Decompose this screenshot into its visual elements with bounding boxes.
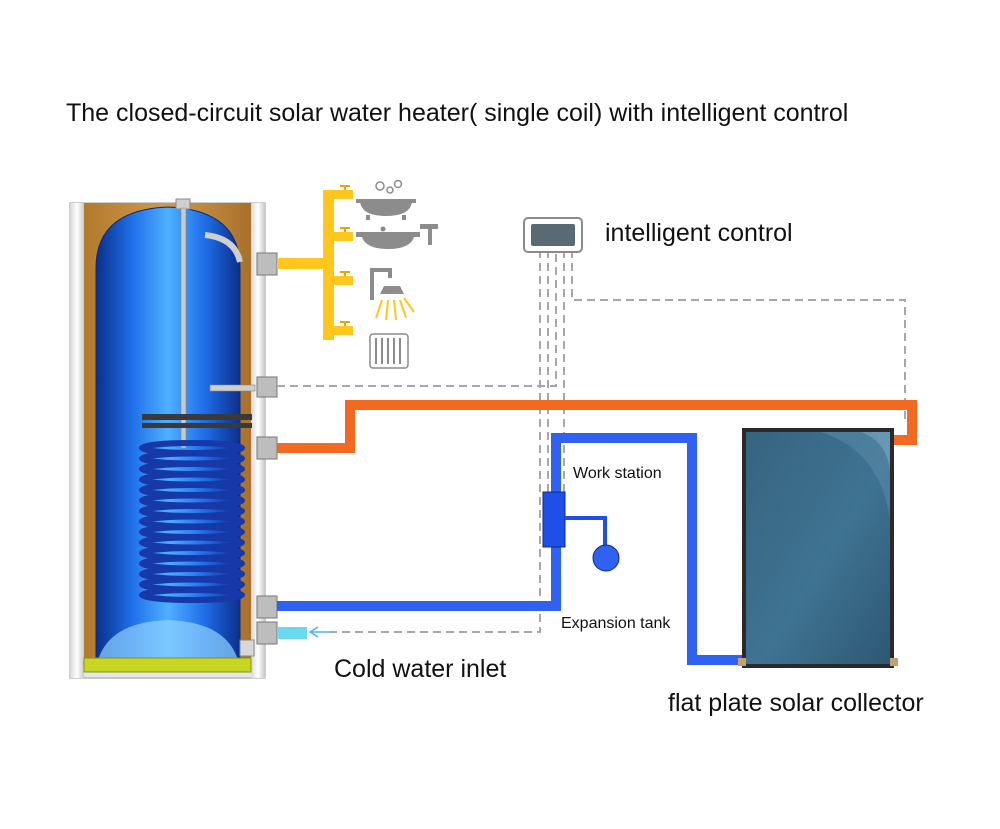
- heat-exchanger-coil: [139, 440, 245, 603]
- bathtub-icon: [356, 179, 416, 220]
- solar-collector-label: flat plate solar collector: [668, 689, 924, 717]
- expansion-tank: [592, 544, 620, 572]
- expansion-tank-label: Expansion tank: [561, 615, 671, 632]
- cold-water-inlet-pipe: [277, 626, 330, 639]
- hot-solar-loop-pipe: [277, 400, 917, 453]
- diagram-title: The closed-circuit solar water heater( s…: [66, 99, 849, 127]
- solar-collector: [738, 428, 898, 668]
- hot-water-distribution: [277, 185, 353, 340]
- coil-turn: [139, 587, 245, 603]
- intelligent-control-label: intelligent control: [605, 219, 793, 247]
- cold-solar-loop-pipe: [277, 433, 745, 665]
- intelligent-controller: [523, 217, 583, 253]
- cold-water-inlet-label: Cold water inlet: [334, 655, 507, 683]
- wash-basin-icon: [356, 224, 438, 249]
- water-tank: [69, 198, 278, 679]
- shower-icon: [370, 268, 415, 321]
- work-station-label: Work station: [573, 465, 662, 482]
- sensor-wires: [277, 250, 906, 633]
- floor-heating-icon: [369, 333, 409, 369]
- work-station: [542, 491, 607, 548]
